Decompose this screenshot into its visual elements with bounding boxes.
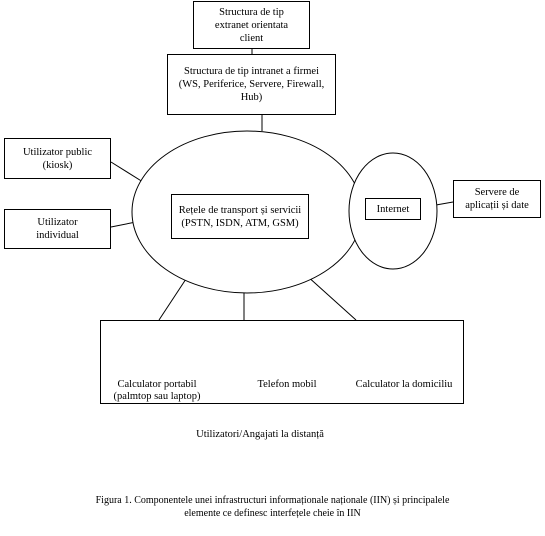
individual-user-box: Utilizator individual	[4, 209, 111, 249]
laptop-label-line-1: Calculator portabil	[117, 379, 197, 390]
connector-public-network	[110, 161, 144, 183]
extranet-line-3: client	[239, 32, 264, 44]
caption-line-2: elemente ce definesc interfețele cheie î…	[184, 508, 361, 519]
individual-user-line-1: Utilizator	[37, 217, 78, 228]
remote-users-text: Utilizatori/Angajati la distanță	[196, 429, 324, 440]
laptop-label-line-2: (palmtop sau laptop)	[113, 391, 201, 402]
extranet-line-2: extranet orientata	[214, 19, 289, 31]
intranet-line-1: Structura de tip intranet a firmei	[184, 66, 319, 77]
public-user-line-1: Utilizator public	[22, 146, 93, 158]
connector-individual-network	[110, 221, 137, 228]
connector-network-laptop	[158, 278, 187, 321]
public-user-box: Utilizator public (kiosk)	[4, 138, 111, 179]
connector-internet-servers	[435, 201, 454, 206]
connector-network-desktop	[305, 274, 357, 321]
desktop-label-line-1: Calculator la domiciliu	[355, 379, 453, 390]
internet-box: Internet	[365, 198, 421, 220]
device-label-phone: Telefon mobil	[237, 379, 337, 391]
figure-caption: Figura 1. Componentele unei infrastructu…	[20, 494, 525, 520]
intranet-line-2: (WS, Periferice, Servere, Firewall,	[178, 79, 325, 90]
extranet-box: Structura de tip extranet orientata clie…	[193, 1, 310, 49]
extranet-line-1: Structura de tip	[219, 6, 284, 18]
transport-line-2: (PSTN, ISDN, ATM, GSM)	[181, 217, 299, 229]
public-user-line-2: (kiosk)	[42, 159, 73, 171]
app-servers-line-1: Servere de	[474, 187, 520, 198]
intranet-box: Structura de tip intranet a firmei (WS, …	[167, 54, 336, 115]
app-servers-box: Servere de aplicații și date	[453, 180, 541, 218]
individual-user-line-2: individual	[36, 230, 79, 241]
caption-line-1: Figura 1. Componentele unei infrastructu…	[95, 495, 450, 506]
app-servers-line-2: aplicații și date	[465, 200, 529, 211]
remote-devices-box: Calculator portabil (palmtop sau laptop)…	[100, 320, 464, 404]
internet-label: Internet	[376, 203, 410, 215]
remote-users-label: Utilizatori/Angajati la distanță	[150, 429, 370, 441]
transport-line-1: Rețele de transport și servicii	[178, 204, 302, 216]
intranet-line-3: Hub)	[240, 92, 263, 103]
device-label-laptop: Calculator portabil (palmtop sau laptop)	[101, 379, 213, 403]
device-label-desktop: Calculator la domiciliu	[345, 379, 463, 391]
transport-box: Rețele de transport și servicii (PSTN, I…	[171, 194, 309, 239]
phone-label-line-1: Telefon mobil	[257, 379, 317, 390]
